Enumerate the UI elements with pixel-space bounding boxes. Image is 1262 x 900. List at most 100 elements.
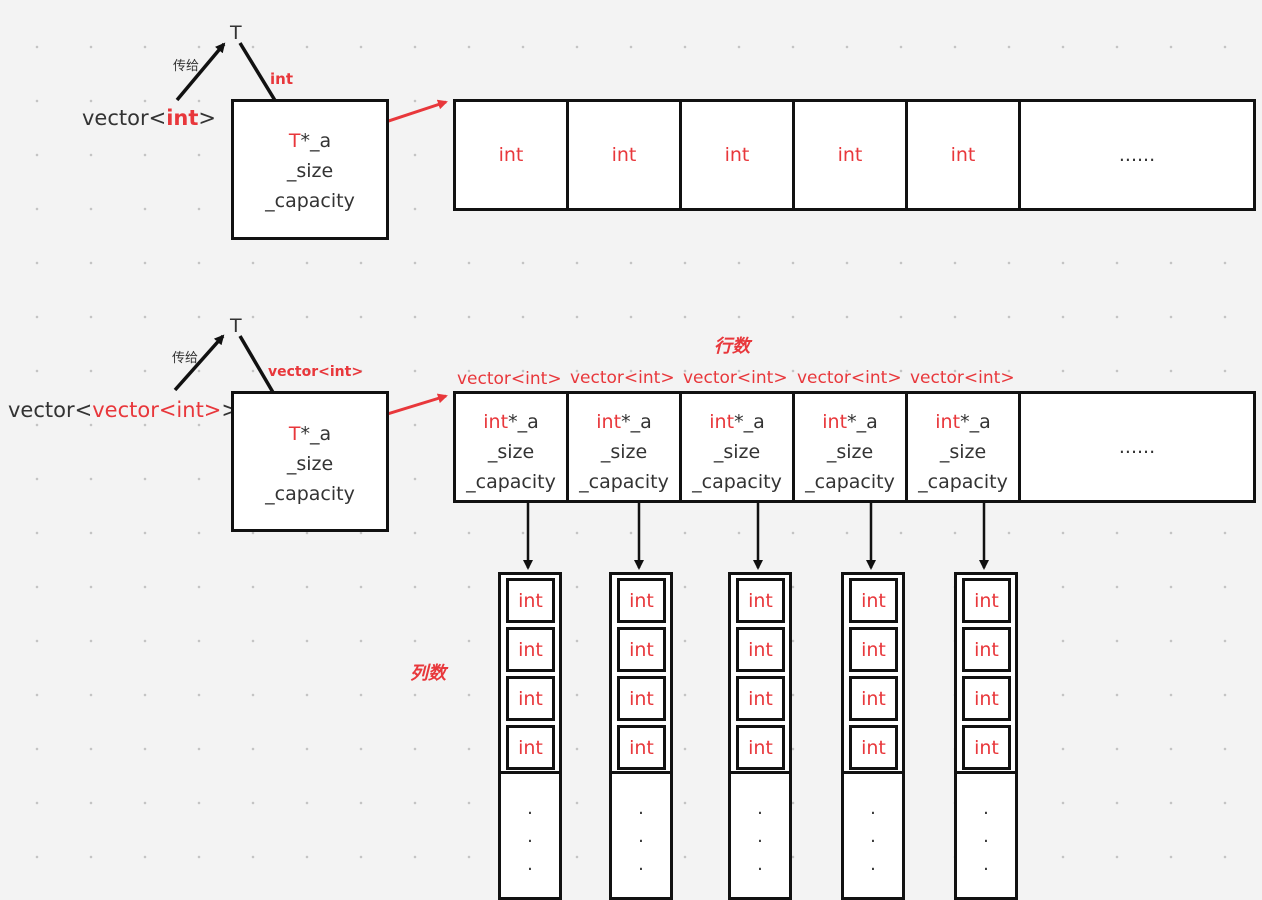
ellipsis-dot: . [757, 798, 763, 819]
ellipsis-dot: . [870, 826, 876, 847]
top-vector-object: T*_a _size _capacity [231, 99, 389, 240]
ellipsis-dot: . [983, 826, 989, 847]
int-column-2: int int int int . . . [609, 572, 673, 900]
int-column-cell-text: int [518, 638, 543, 661]
top-size-field: _size [286, 160, 334, 182]
ellipsis-dot: . [638, 826, 644, 847]
int-column-cell-text: int [518, 687, 543, 710]
int-column-cell-text: int [974, 638, 999, 661]
int-column-cell: int [506, 676, 555, 721]
bottom-ptr-rest: *_a [300, 423, 332, 445]
row-size-field: _size [826, 441, 874, 463]
top-array-more: ...... [1018, 99, 1256, 211]
int-column-cell-text: int [629, 638, 654, 661]
int-column-cell-text: int [748, 638, 773, 661]
ellipsis-dot: . [870, 854, 876, 875]
ellipsis-dot: . [757, 826, 763, 847]
int-column-cell: int [849, 676, 898, 721]
top-t-label: T [230, 22, 242, 44]
row-ptr-rest: *_a [621, 411, 652, 433]
row-ptr-field: int*_a [456, 413, 566, 432]
int-column-cell: int [736, 578, 785, 623]
row-capacity-field: _capacity [466, 471, 556, 493]
ellipsis-dot: . [638, 854, 644, 875]
row-size-field: _size [487, 441, 535, 463]
top-array-cell-3: int [679, 99, 795, 211]
int-column-cell: int [849, 725, 898, 770]
row-capacity-field: _capacity [805, 471, 895, 493]
row-type-label-1: vector<int> [457, 369, 562, 389]
bottom-t-label: T [230, 315, 242, 337]
int-column-cell: int [506, 578, 555, 623]
top-vector-inner: int [166, 106, 199, 130]
int-column-cell-text: int [974, 589, 999, 612]
int-column-cell-text: int [974, 687, 999, 710]
int-column-cell: int [617, 725, 666, 770]
int-column-5: int int int int . . . [954, 572, 1018, 900]
row-ptr-field: int*_a [908, 413, 1018, 432]
int-column-ellipsis-cell: . . . [954, 771, 1018, 900]
row-size-field: _size [713, 441, 761, 463]
row-type-label-3: vector<int> [683, 368, 788, 388]
top-vector-type: vector<int> [82, 108, 216, 129]
top-array-cell-1: int [453, 99, 569, 211]
top-ptr-rest: *_a [300, 130, 332, 152]
ellipsis-dot: . [870, 798, 876, 819]
int-column-cell-text: int [629, 589, 654, 612]
int-column-cell-text: int [518, 736, 543, 759]
ellipsis-dot: . [527, 798, 533, 819]
int-column-cell: int [962, 627, 1011, 672]
bottom-ptr-type: T [288, 423, 301, 445]
top-ptr-type: T [288, 130, 301, 152]
row-ptr-rest: *_a [508, 411, 539, 433]
top-capacity-field: _capacity [265, 190, 355, 212]
int-column-ellipsis-cell: . . . [498, 771, 562, 900]
bottom-ptr-field: T*_a [234, 425, 386, 444]
row-vector-cell-5: int*_a _size _capacity [905, 391, 1021, 503]
top-array-cell-text: int [950, 144, 976, 166]
row-ptr-field: int*_a [682, 413, 792, 432]
int-column-cell-text: int [861, 638, 886, 661]
int-column-cell: int [736, 676, 785, 721]
int-column-cell: int [962, 725, 1011, 770]
top-array-cell-4: int [792, 99, 908, 211]
int-column-cell: int [617, 578, 666, 623]
row-type-label-2: vector<int> [570, 368, 675, 388]
int-column-cell: int [849, 627, 898, 672]
int-column-cell-text: int [629, 736, 654, 759]
ellipsis-dot: . [983, 854, 989, 875]
row-ptr-field: int*_a [795, 413, 905, 432]
int-column-ellipsis-cell: . . . [609, 771, 673, 900]
top-array-cell-text: int [724, 144, 750, 166]
row-type-label-5: vector<int> [910, 368, 1015, 388]
row-size-field: _size [939, 441, 987, 463]
top-ptr-field: T*_a [234, 132, 386, 151]
rows-label: 行数 [714, 336, 750, 357]
bottom-rows-more: ...... [1018, 391, 1256, 503]
row-capacity-field: _capacity [918, 471, 1008, 493]
int-column-cell: int [849, 578, 898, 623]
row-ptr-rest: *_a [847, 411, 878, 433]
row-ptr-type: int [822, 411, 848, 433]
top-vector-suffix: > [198, 106, 217, 130]
int-column-cell: int [962, 578, 1011, 623]
int-column-ellipsis-cell: . . . [841, 771, 905, 900]
int-column-cell-text: int [748, 687, 773, 710]
bottom-type-label: vector<int> [268, 364, 364, 380]
int-column-ellipsis-cell: . . . [728, 771, 792, 900]
row-ptr-rest: *_a [960, 411, 991, 433]
cols-label: 列数 [410, 663, 446, 684]
top-array-cell-text: int [611, 144, 637, 166]
int-column-cell-text: int [861, 687, 886, 710]
int-column-cell-text: int [748, 589, 773, 612]
bottom-size-field: _size [286, 453, 334, 475]
bottom-rows-more-text: ...... [1118, 436, 1156, 458]
int-column-cell: int [506, 627, 555, 672]
top-array-more-text: ...... [1118, 144, 1156, 166]
ellipsis-dot: . [638, 798, 644, 819]
ellipsis-dot: . [983, 798, 989, 819]
int-column-cell-text: int [518, 589, 543, 612]
int-column-1: int int int int . . . [498, 572, 562, 900]
int-column-cell: int [736, 627, 785, 672]
int-column-cell: int [506, 725, 555, 770]
